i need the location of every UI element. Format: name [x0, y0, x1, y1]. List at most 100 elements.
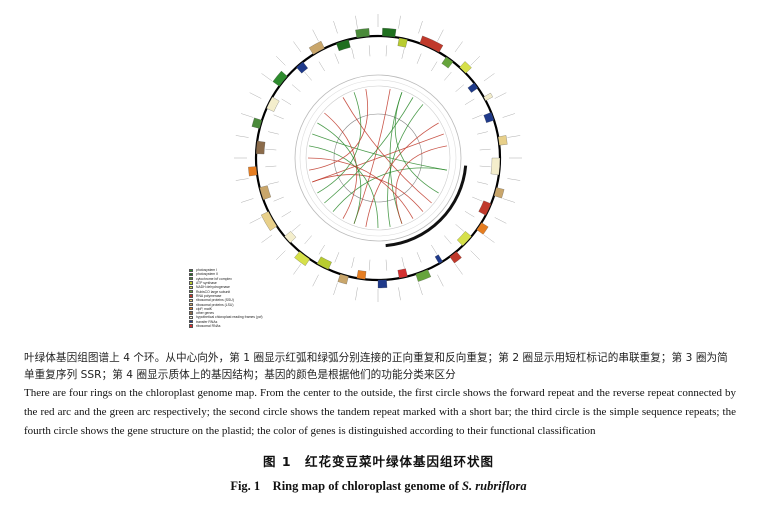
legend-label: NADH dehydrogenase — [196, 285, 230, 290]
gene-leader-line — [431, 244, 438, 255]
gene-leader-line — [268, 131, 279, 135]
gene-leader-line — [418, 282, 423, 295]
gene-block — [260, 211, 278, 231]
legend-swatch — [189, 311, 193, 315]
legend-item: cytochrome b/f complex — [189, 277, 339, 281]
gene-block — [476, 222, 489, 235]
gene-leader-line — [385, 259, 388, 271]
gene-leader-line — [385, 45, 388, 57]
gene-leader-line — [483, 234, 495, 243]
legend-item: clpP, matK — [189, 307, 339, 311]
gene-leader-line — [368, 45, 371, 57]
repeat-chord — [324, 97, 414, 204]
legend-item: photosystem I — [189, 268, 339, 272]
gene-block — [337, 273, 349, 285]
gene-leader-line — [479, 148, 491, 151]
gene-leader-line — [249, 217, 262, 224]
inverted-repeat-arc — [385, 165, 468, 248]
legend-label: RubisCO large subunit — [196, 289, 231, 294]
gene-leader-line — [477, 131, 488, 135]
gene-leader-line — [261, 73, 273, 82]
gene-leader-line — [351, 257, 355, 268]
gene-leader-line — [312, 29, 319, 42]
legend-label: transfer RNAs — [196, 319, 218, 324]
gene-block — [316, 256, 332, 270]
repeat-chord — [312, 133, 448, 171]
gene-leader-line — [464, 211, 475, 218]
legend-label: photosystem I — [196, 268, 218, 273]
gene-leader-line — [416, 53, 422, 64]
repeat-chord — [308, 145, 379, 229]
repeat-chord — [332, 167, 448, 212]
ssr-ring — [299, 79, 457, 237]
gene-leader-line — [494, 217, 507, 224]
legend-item: ribosomal RNAs — [189, 324, 339, 328]
gene-leader-line — [431, 61, 438, 72]
legend-label: ribosomal RNAs — [196, 324, 221, 328]
gene-leader-line — [470, 56, 480, 66]
gene-block — [308, 40, 325, 55]
gene-block — [356, 270, 367, 280]
repeat-chord — [389, 92, 403, 224]
gene-leader-line — [276, 56, 286, 66]
gene-leader-line — [437, 274, 444, 287]
legend-item: ATP synthase — [189, 281, 339, 285]
legend-swatch — [189, 289, 193, 294]
gene-leader-line — [241, 198, 254, 203]
gene-block — [434, 254, 443, 264]
gene-leader-line — [401, 257, 405, 268]
gene-block — [441, 56, 454, 69]
legend-item: hypothetical chloroplast reading frames … — [189, 315, 339, 319]
figure-title-species: S. rubriflora — [462, 479, 527, 493]
figure-title-chinese: 图 1 红花变豆菜叶绿体基因组环状图 — [262, 454, 495, 469]
gene-block — [294, 251, 310, 266]
gene-leader-line — [318, 244, 325, 255]
gene-block — [382, 27, 397, 38]
gene-leader-line — [273, 196, 284, 202]
gene-leader-line — [502, 113, 515, 118]
gene-leader-line — [333, 21, 338, 34]
gene-leader-line — [454, 263, 463, 275]
legend-swatch — [189, 285, 193, 289]
repeat-chord — [353, 88, 391, 224]
repeat-chord — [324, 112, 358, 219]
gene-leader-line — [249, 92, 262, 99]
gene-block — [498, 135, 508, 146]
figure-title-english-prefix: Fig. 1 Ring map of chloroplast genome of — [230, 479, 463, 493]
legend-item: NADH dehydrogenase — [189, 285, 339, 289]
repeat-chord — [394, 92, 439, 194]
gene-block — [483, 112, 495, 123]
gene-leader-line — [268, 181, 279, 185]
caption-chinese: 叶绿体基因组图谱上 4 个环。从中心向外，第 1 圈显示红弧和绿弧分别连接的正向… — [24, 352, 728, 381]
gene-leader-line — [398, 287, 401, 301]
gene-leader-line — [281, 98, 292, 105]
gene-block — [296, 61, 308, 74]
legend-label: ATP synthase — [196, 281, 217, 286]
gene-leader-line — [281, 211, 292, 218]
figure-title-english: Fig. 1 Ring map of chloroplast genome of… — [0, 475, 757, 494]
legend-swatch — [189, 315, 193, 320]
gene-leader-line — [502, 198, 515, 203]
gene-leader-line — [472, 114, 483, 120]
gene-leader-line — [265, 165, 277, 168]
repeat-ring — [305, 85, 451, 231]
tandem-repeat-ring — [294, 74, 462, 242]
gene-leader-line — [470, 250, 480, 260]
legend-swatch — [189, 307, 193, 311]
gene-leader-line — [291, 84, 301, 92]
gene-leader-line — [355, 287, 358, 301]
gene-leader-line — [418, 21, 423, 34]
gene-leader-line — [507, 135, 521, 138]
gene-block — [255, 140, 266, 155]
gene-leader-line — [444, 71, 452, 81]
repeat-chord — [317, 92, 362, 194]
genome-ring-figure — [168, 0, 548, 345]
legend-swatch — [189, 294, 193, 298]
gene-block — [457, 231, 472, 246]
legend-item: ribosomal proteins (LSU) — [189, 302, 339, 307]
genome-ring-map — [234, 14, 522, 302]
legend-label: hypothetical chloroplast reading frames … — [196, 315, 263, 320]
gene-block — [397, 268, 408, 279]
gene-leader-line — [398, 15, 401, 29]
gene-leader-line — [454, 41, 463, 53]
